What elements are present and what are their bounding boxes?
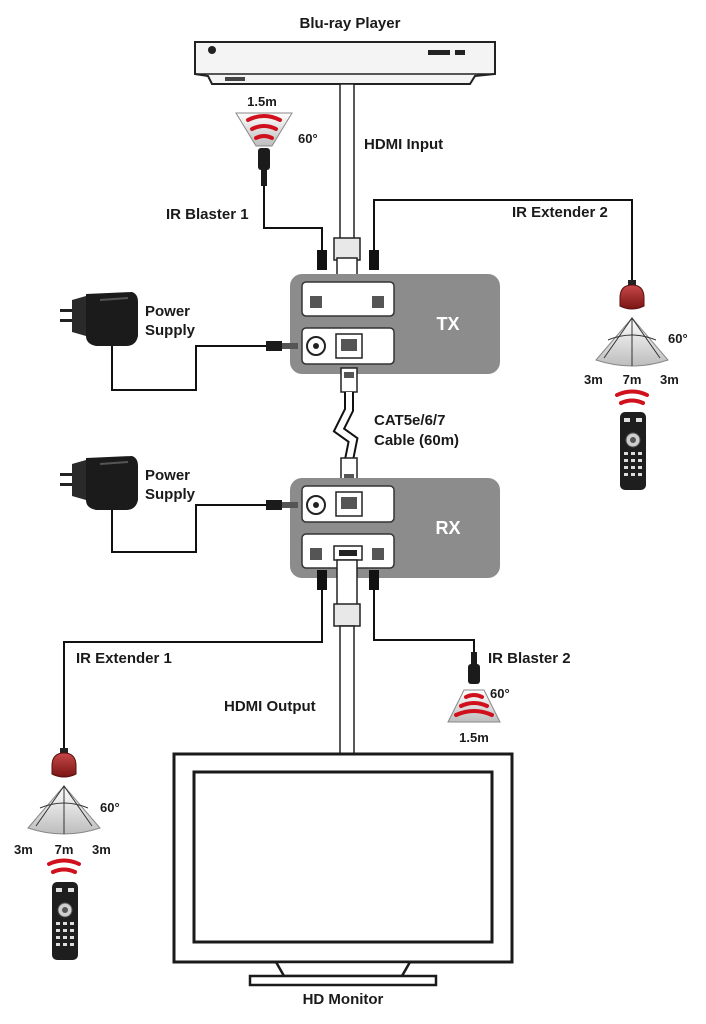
- ir-extender-1-left: 3m: [14, 842, 33, 857]
- hdmi-input-label: HDMI Input: [364, 136, 443, 153]
- ir-extender-1-right: 3m: [92, 842, 111, 857]
- remote-control-icon: [620, 412, 646, 490]
- hdmi-output-cable: [333, 559, 361, 755]
- rx-unit: RX: [290, 478, 500, 578]
- ir-extender-2-right: 3m: [660, 372, 679, 387]
- remote-control-icon: [52, 882, 78, 960]
- ir-blaster-1-range: 1.5m: [247, 94, 277, 109]
- ir-extender-2-center: 7m: [623, 372, 642, 387]
- hdmi-input-cable: [333, 83, 361, 301]
- ir-blaster-1-angle: 60°: [298, 131, 318, 146]
- rx-label: RX: [435, 518, 460, 538]
- ir-extender-1-center: 7m: [55, 842, 74, 857]
- ir-blaster-2-angle: 60°: [490, 686, 510, 701]
- power-adapter-icon: [60, 292, 138, 346]
- hdmi-output-label: HDMI Output: [224, 698, 316, 715]
- bluray-player-icon: [194, 41, 496, 85]
- cat-cable: [332, 367, 359, 485]
- tx-label: TX: [436, 314, 459, 334]
- monitor-icon: [172, 752, 514, 987]
- ir-extender-1-label: IR Extender 1: [76, 650, 172, 667]
- ir-extender-1: [27, 570, 327, 874]
- power-adapter-icon: [60, 456, 138, 510]
- tx-unit: TX: [290, 274, 500, 374]
- ir-extender-2: [369, 199, 669, 405]
- ir-extender-2-label: IR Extender 2: [512, 204, 608, 221]
- source-label: Blu-ray Player: [300, 15, 401, 32]
- display-label: HD Monitor: [303, 991, 384, 1008]
- power-supply-tx-label-line1: Power Supply: [145, 303, 196, 339]
- ir-blaster-2-range: 1.5m: [459, 730, 489, 745]
- power-supply-rx-label: Power Supply: [145, 467, 196, 503]
- ir-extender-2-angle: 60°: [668, 331, 688, 346]
- ir-blaster-2: [369, 570, 501, 723]
- ir-blaster-1: [235, 112, 327, 270]
- ir-extender-1-angle: 60°: [100, 800, 120, 815]
- cable-label-line1: CAT5e/6/7: [374, 412, 445, 429]
- ir-blaster-1-label: IR Blaster 1: [166, 206, 249, 223]
- cable-label-line2: Cable (60m): [374, 432, 459, 449]
- ir-blaster-2-label: IR Blaster 2: [488, 650, 571, 667]
- ir-extender-2-left: 3m: [584, 372, 603, 387]
